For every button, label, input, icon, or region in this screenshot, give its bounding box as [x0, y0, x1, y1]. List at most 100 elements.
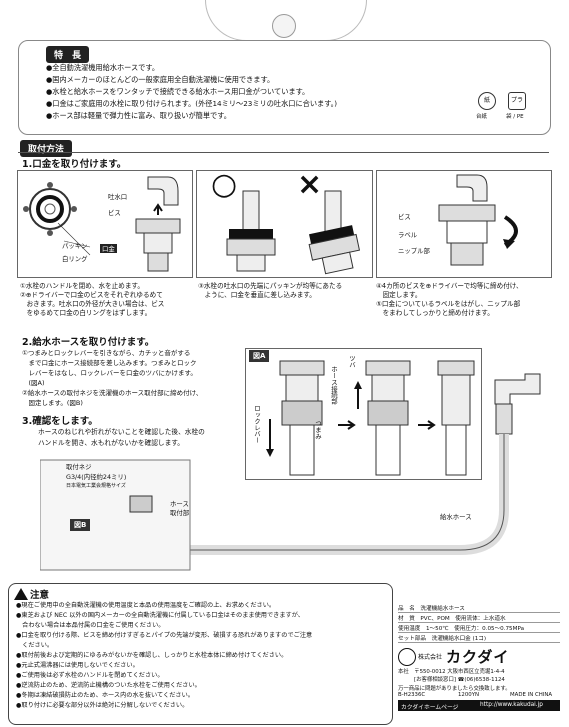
label-white-ring: 白リング — [62, 255, 88, 263]
company-prefix: 株式会社 — [418, 654, 443, 661]
spec-row: 使用温度 1〜50℃ 使用圧力：0.05〜0.75MPa — [398, 624, 560, 633]
step1-panel-a — [17, 170, 193, 278]
label-screw: ビス — [108, 209, 121, 217]
label-hose-mount-1: ホース — [170, 500, 189, 508]
label-supply-hose: 給水ホース — [440, 513, 472, 521]
step1-note: ②⊕ドライバーで口金のビスをそれぞれゆるめて — [20, 291, 163, 299]
footer-bar: カクダイホームページ http://www.kakudai.jp — [398, 700, 560, 711]
caution-item: ください。 — [16, 642, 54, 649]
spec-value: 洗濯機給水口金 (1コ) — [431, 636, 487, 642]
label-outlet: 吐水口 — [108, 193, 128, 201]
caution-title: 注意 — [30, 590, 50, 601]
feature-item: ●口金はご家庭用の水栓に取り付けられます。(外径14ミリ〜23ミリの吐水口に合い… — [46, 99, 338, 108]
figure-b-tag: 図B — [70, 519, 91, 531]
recycle-label: 台紙 — [476, 114, 488, 120]
label-screw-spec: G3/4(内径約24ミリ) — [66, 473, 127, 481]
figure-a-diagram — [266, 360, 475, 476]
features-box — [18, 40, 551, 135]
origin: MADE IN CHINA — [510, 692, 553, 698]
label-flange: ツバ — [348, 355, 356, 368]
paper-recycle-icon: 紙 — [478, 92, 496, 110]
warning-icon — [14, 588, 28, 600]
caution-item: ●取付前後および定期的にゆるみがないかを確認し、しっかりと水栓本体に締め付けてく… — [16, 652, 288, 659]
caution-item: ●冬期は凍結破損防止のため、ホース内の水を抜いてください。 — [16, 692, 194, 699]
hanger-hole — [272, 14, 296, 38]
caution-item: ●ご使用後は必ず水栓のハンドルを閉めてください。 — [16, 672, 164, 679]
fitting-tighten-diagram — [438, 174, 518, 266]
label-screw2: ビス — [398, 213, 411, 221]
step2-title: 2.給水ホースを取り付けます。 — [22, 337, 155, 348]
spec-key: 材 質 — [398, 616, 415, 622]
feature-item: ●ホース部は軽量で弾力性に富み、取り扱いが簡単です。 — [46, 111, 231, 120]
footer-homepage-label: カクダイホームページ — [401, 705, 459, 711]
label-label: ラベル — [398, 231, 418, 239]
step1-note: ①水栓のハンドルを閉め、水を止めます。 — [20, 282, 144, 290]
caution-item: ●元止式湯沸器には使用しないでください。 — [16, 662, 139, 669]
step1-note: ⑤口金についているラベルをはがし、ニップル部 — [376, 300, 521, 308]
step1-note: ④4カ所のビスを⊕ドライバーで均等に締め付け、 — [376, 282, 523, 290]
recycle-label: 袋 / PE — [506, 114, 524, 120]
product-code: B-H2336C — [398, 692, 426, 698]
spec-row: 材 質 PVC、POM 使用流体：上水道水 — [398, 614, 560, 623]
company-logo-icon — [398, 648, 416, 666]
step2-note: ①つまみとロックレバーを引きながら、カチッと音がする — [22, 349, 191, 357]
label-hose-mount-2: 取付部 — [170, 509, 190, 517]
step2-note: まで口金にホース接続部を差し込みます。つまみとロック — [22, 359, 197, 367]
step1-note: おきます。吐水口の外径が大きい場合は、ビス — [20, 300, 165, 308]
spec-value: 洗濯機給水ホース — [420, 606, 465, 612]
spec-value: PVC、POM 使用流体：上水道水 — [420, 616, 506, 622]
feature-item: ●国内メーカーのほとんどの一般家庭用全自動洗濯機に使用できます。 — [46, 75, 275, 84]
step2-note: レバーをはなし、ロックレバーを口金のツバにかけます。 — [22, 369, 197, 377]
spec-value: 1〜50℃ 使用圧力：0.05〜0.75MPa — [426, 626, 524, 632]
caution-box — [8, 583, 393, 725]
figure-a-panel — [245, 348, 482, 480]
step2-note: ②給水ホースの取付ネジを洗濯機のホース取付部に締め付け、 — [22, 389, 203, 397]
caution-item: ●現在ご使用中の全自動洗濯機の使用温度と本品の使用温度をご確認の上、お求めくださ… — [16, 602, 276, 609]
price-code: 1200YN — [458, 692, 480, 698]
spec-row: 品 名 洗濯機給水ホース — [398, 604, 560, 613]
step3-title: 3.確認をします。 — [22, 416, 98, 427]
step1-panel-b: ○ × — [196, 167, 373, 278]
install-badge: 取付方法 — [20, 140, 73, 157]
spec-key: セット部品 — [398, 636, 426, 642]
label-knob: つまみ — [314, 420, 322, 440]
label-screw-note: 日本電気工業会規格サイズ — [66, 483, 126, 489]
company-contact: [お客様相談窓口] ☎(06)6538-1124 — [414, 677, 505, 683]
step1-title: 1.口金を取り付けます。 — [22, 159, 127, 170]
caution-item: ●東芝および NEC 以外の国内メーカーの全自動洗濯機に付属している口金はそのま… — [16, 612, 304, 619]
figure-a-tag: 図A — [249, 350, 270, 362]
step1-panel-c — [376, 170, 552, 278]
caution-item: ●逆流防止のため、逆流防止機構のついた水栓をご使用ください。 — [16, 682, 201, 689]
caution-item: 合わない場合は本品付属の口金をご使用ください。 — [16, 622, 165, 629]
exchange-notice: 万一商品に問題がありましたら交換致します。 — [398, 686, 511, 692]
label-lock-lever: ロックレバー — [253, 405, 261, 444]
spec-row: セット部品 洗濯機給水口金 (1コ) — [398, 634, 560, 643]
spec-key: 使用温度 — [398, 626, 421, 632]
caution-item: ●取り付けに必要な部分以外は絶対に分解しないでください。 — [16, 702, 189, 709]
footer-url-link[interactable]: http://www.kakudai.jp — [480, 702, 543, 708]
spec-key: 品 名 — [398, 606, 415, 612]
divider — [18, 152, 549, 153]
features-badge: 特 長 — [46, 46, 90, 63]
label-fitting: 口金 — [100, 244, 117, 253]
step3-note: ホースのねじれや折れがないことを確認した後、水栓の — [38, 428, 205, 436]
hose-illustration — [40, 373, 541, 571]
fitting-top-diagram — [23, 176, 181, 272]
fitting-alignment-diagram — [226, 190, 361, 275]
ng-mark: × — [297, 167, 323, 202]
label-screw-title: 取付ネジ — [66, 463, 92, 471]
company-address: 本社 〒550-0012 大阪市西区立売堀1-4-4 — [398, 669, 505, 675]
ok-mark: ○ — [211, 167, 238, 202]
step2-note: (図A) — [22, 379, 45, 387]
step1-note: 固定します。 — [376, 291, 422, 299]
step2-note: 固定します。(図B) — [22, 399, 83, 407]
feature-item: ●全自動洗濯機用給水ホースです。 — [46, 63, 160, 72]
label-packing: パッキン — [62, 242, 88, 250]
caution-item: ●口金を取り付ける際、ビスを締め付けすぎるとパイプの先端が変形、破損する恐れがあ… — [16, 632, 313, 639]
step1-note: をまわしてしっかりと締め付けます。 — [376, 309, 494, 317]
label-hose-joint: ホース接続部 — [330, 366, 338, 405]
step1-note: ③水栓の吐水口の先端にパッキンが均等にあたる — [198, 282, 343, 290]
company-name: カクダイ — [446, 648, 510, 666]
step1-note: ように、口金を垂直に差し込みます。 — [198, 291, 316, 299]
